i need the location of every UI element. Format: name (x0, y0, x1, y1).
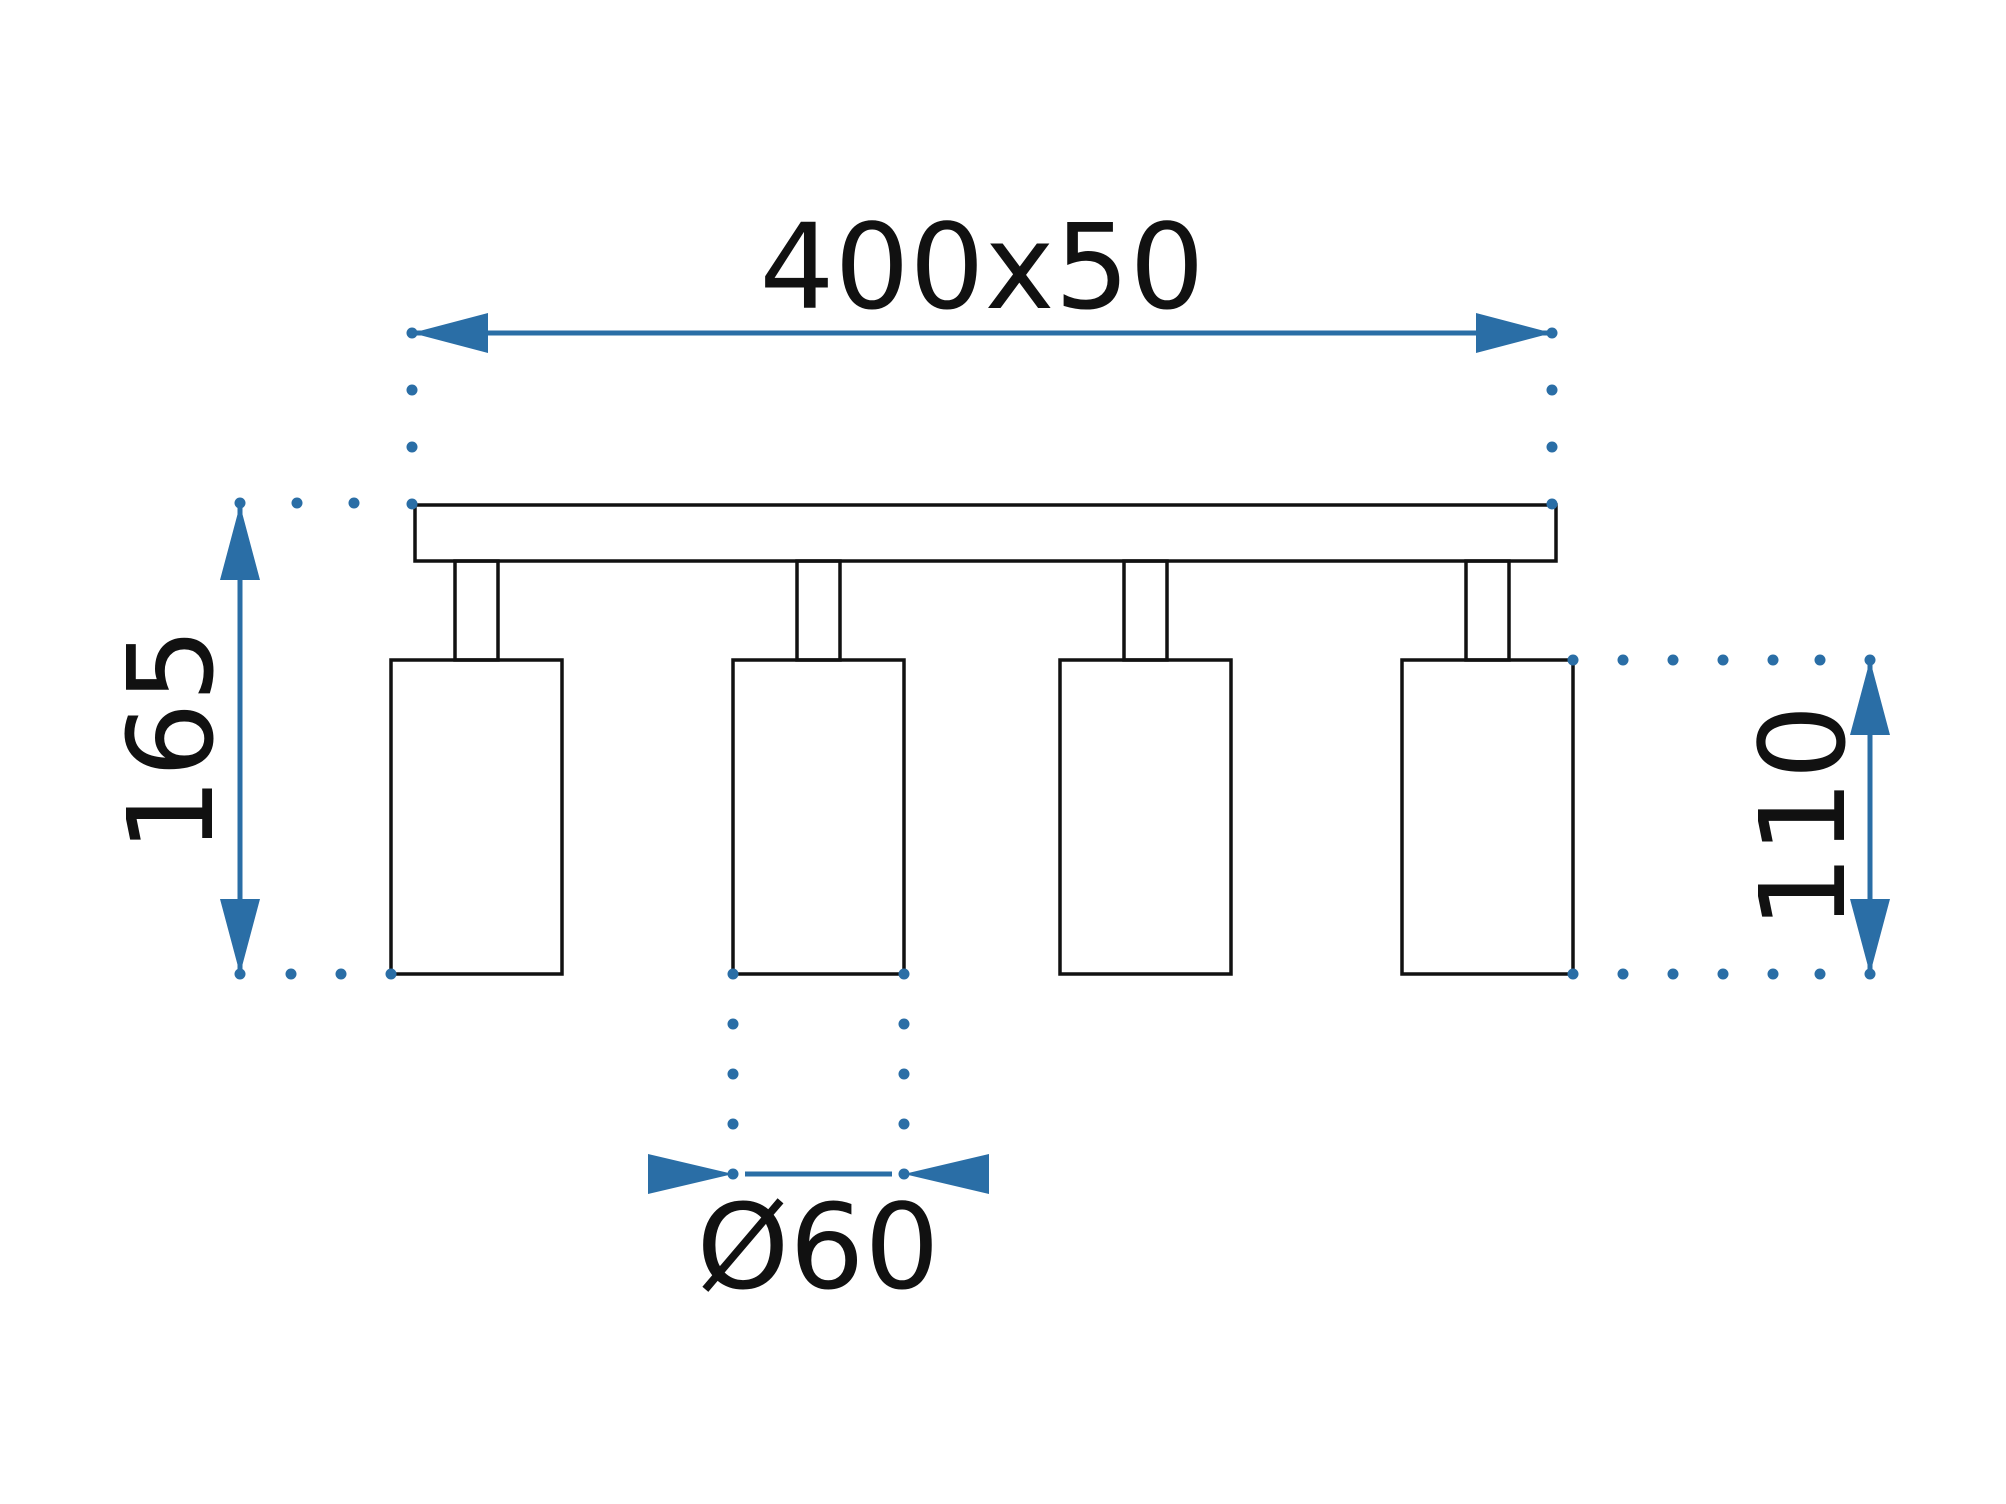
spot-2 (731, 559, 906, 976)
width-extension-left-dot-1 (406, 327, 418, 339)
width-extension-right (1546, 327, 1558, 510)
spot-height-extension-bottom (1567, 968, 1876, 980)
width-dimension: 400x50 (406, 198, 1558, 510)
spot-3-stem (1122, 559, 1169, 662)
total-height-extension-top (234, 497, 360, 509)
spot-1-cylinder (389, 658, 564, 976)
fixture-outline (389, 503, 1575, 976)
spot-height-extension-top-dot-4 (1717, 654, 1729, 666)
spot-3-cylinder (1058, 658, 1233, 976)
spot-height-extension-top-dot-3 (1667, 654, 1679, 666)
diameter-dimension: Ø60 (648, 968, 989, 1316)
diameter-extension-left-dot-3 (727, 1068, 739, 1080)
mounting-bar (413, 503, 1558, 563)
total-height-arrow-top (220, 505, 260, 580)
spot-height-extension-bottom-dot-3 (1667, 968, 1679, 980)
spot-height-label: 110 (1734, 704, 1872, 929)
spot-2-cylinder (731, 658, 906, 976)
diameter-extension-right (898, 968, 910, 1180)
spot-4 (1400, 559, 1575, 976)
width-arrow-left (412, 313, 488, 353)
total-height-label: 165 (102, 627, 240, 852)
diameter-extension-right-dot-3 (898, 1068, 910, 1080)
diameter-extension-right-dot-1 (898, 968, 910, 980)
spot-height-arrow-bottom (1850, 899, 1890, 974)
total-height-extension-bottom-dot-1 (234, 968, 246, 980)
width-dimension-label: 400x50 (759, 198, 1204, 336)
diameter-extension-left (727, 968, 739, 1180)
total-height-extension-top-dot-1 (234, 497, 246, 509)
width-arrow-right (1476, 313, 1552, 353)
spot-height-extension-bottom-dot-6 (1814, 968, 1826, 980)
spot-height-extension-bottom-dot-2 (1617, 968, 1629, 980)
spot-4-stem (1464, 559, 1511, 662)
total-height-dimension: 165 (102, 497, 397, 980)
diameter-extension-right-dot-2 (898, 1018, 910, 1030)
diameter-extension-right-dot-4 (898, 1118, 910, 1130)
spot-height-extension-top-dot-1 (1567, 654, 1579, 666)
spot-height-extension-top (1567, 654, 1876, 666)
spot-3 (1058, 559, 1233, 976)
total-height-extension-top-dot-3 (348, 497, 360, 509)
spot-height-dimension: 110 (1567, 654, 1890, 980)
diameter-extension-left-dot-2 (727, 1018, 739, 1030)
diameter-label: Ø60 (696, 1178, 939, 1316)
spot-height-extension-bottom-dot-7 (1864, 968, 1876, 980)
total-height-extension-bottom-dot-2 (285, 968, 297, 980)
width-extension-right-dot-3 (1546, 441, 1558, 453)
diameter-arrow-right (904, 1154, 989, 1194)
width-extension-right-dot-1 (1546, 327, 1558, 339)
spot-height-extension-bottom-dot-1 (1567, 968, 1579, 980)
total-height-extension-bottom (234, 968, 397, 980)
width-extension-left-dot-4 (406, 498, 418, 510)
spot-height-extension-bottom-dot-5 (1767, 968, 1779, 980)
width-extension-left-dot-2 (406, 384, 418, 396)
spot-4-cylinder (1400, 658, 1575, 976)
spot-height-extension-top-dot-2 (1617, 654, 1629, 666)
spot-height-extension-top-dot-7 (1864, 654, 1876, 666)
spot-height-extension-bottom-dot-4 (1717, 968, 1729, 980)
diameter-arrow-left (648, 1154, 733, 1194)
total-height-extension-bottom-dot-3 (335, 968, 347, 980)
spot-height-arrow-top (1850, 660, 1890, 735)
diameter-extension-right-dot-5 (898, 1168, 910, 1180)
spot-2-stem (795, 559, 842, 662)
spot-height-extension-top-dot-6 (1814, 654, 1826, 666)
diameter-extension-left-dot-1 (727, 968, 739, 980)
total-height-extension-top-dot-2 (291, 497, 303, 509)
spot-1 (389, 559, 564, 976)
diameter-extension-left-dot-5 (727, 1168, 739, 1180)
width-extension-right-dot-4 (1546, 498, 1558, 510)
total-height-arrow-bottom (220, 899, 260, 974)
width-extension-left-dot-3 (406, 441, 418, 453)
total-height-extension-bottom-dot-4 (385, 968, 397, 980)
spot-1-stem (453, 559, 500, 662)
width-extension-left (406, 327, 418, 510)
diameter-extension-left-dot-4 (727, 1118, 739, 1130)
spot-height-extension-top-dot-5 (1767, 654, 1779, 666)
width-extension-right-dot-2 (1546, 384, 1558, 396)
